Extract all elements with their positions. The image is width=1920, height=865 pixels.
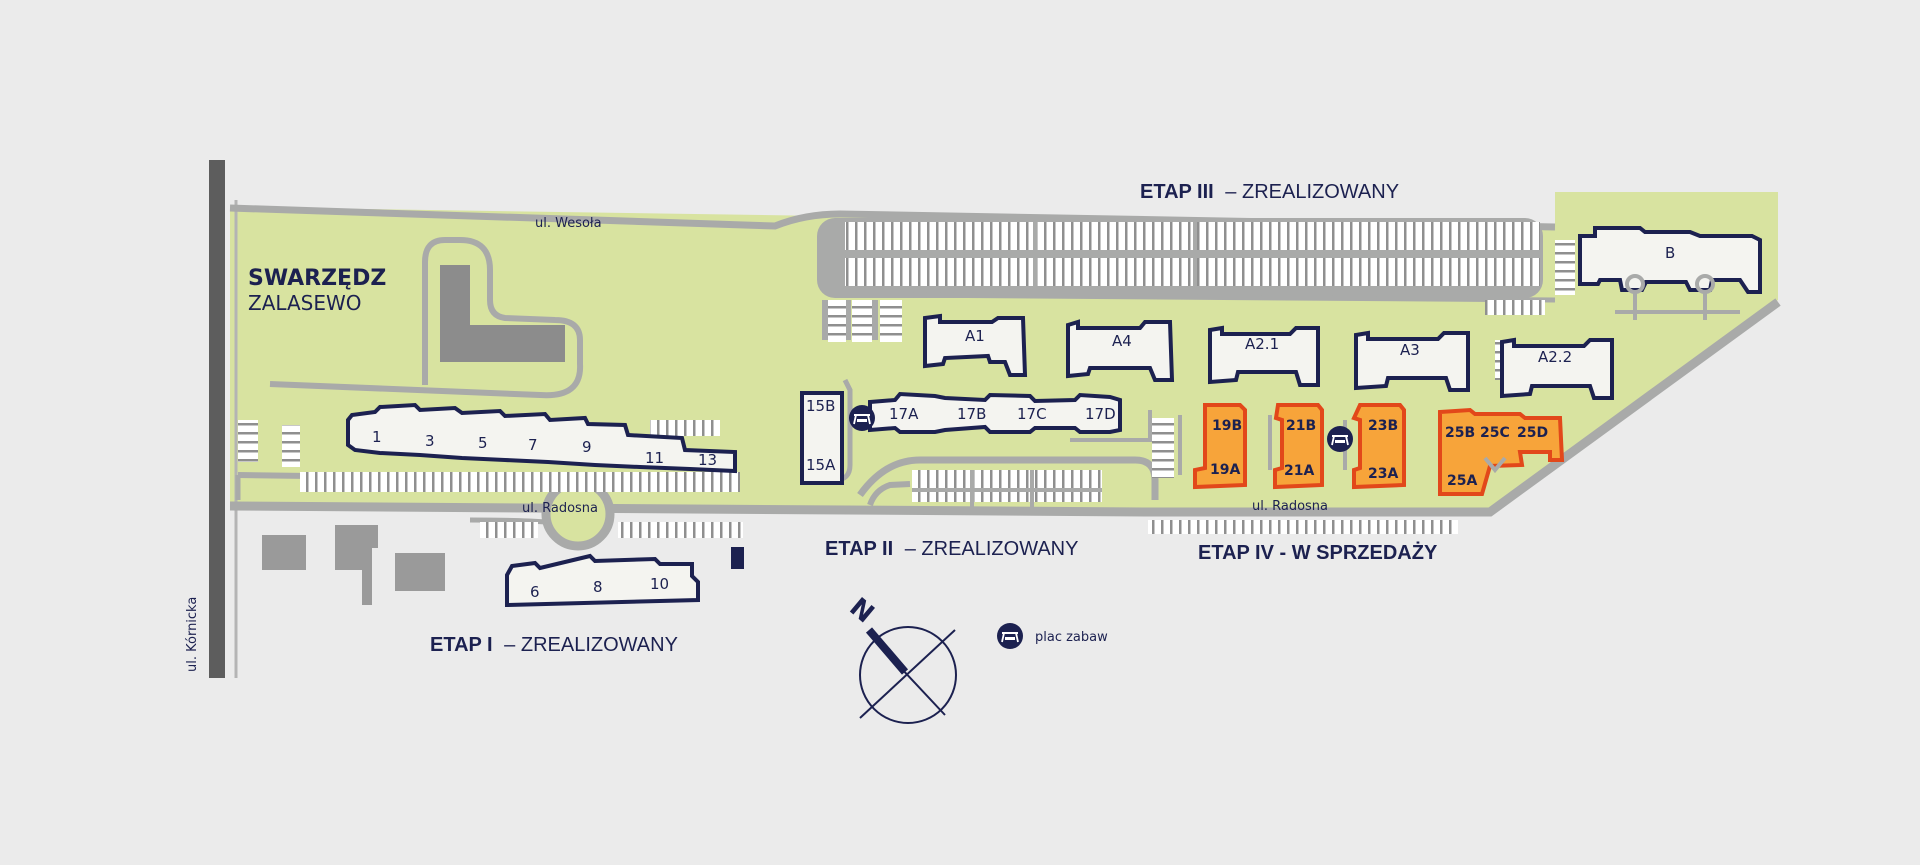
building-number: 19A [1210,462,1240,478]
building-number: 15A [806,456,836,474]
playground-icon [848,404,876,432]
street-label-wesola: ul. Wesoła [535,216,602,231]
compass-north-letter: N [844,592,880,629]
building-a4 [1066,319,1175,382]
stage-label-etap-1: ETAP I – ZREALIZOWANY [430,634,678,656]
building-15 [800,391,844,485]
building-number: A3 [1400,341,1420,359]
building-number: 10 [650,575,669,593]
wesola-road [229,204,1556,231]
street-label-radosna-west: ul. Radosna [522,501,598,516]
compass: N [844,592,957,724]
building-21 [1273,403,1324,490]
building-number: 21B [1286,418,1316,434]
building-number: 15B [806,397,835,415]
building-a1 [923,313,1028,377]
stage-label-etap-4: ETAP IV - W SPRZEDAŻY [1198,541,1438,564]
building-number: 23A [1368,466,1398,482]
building-number: A1 [965,327,985,345]
building-number: 5 [478,434,488,452]
building-a2-2 [1500,337,1614,400]
legend-playground-label: plac zabaw [1035,630,1108,645]
building-number: 25B [1445,425,1475,441]
street-label-radosna-east: ul. Radosna [1252,499,1328,514]
building-19 [1193,403,1247,490]
building-number: 3 [425,432,435,450]
playground-legend-icon [996,622,1024,650]
building-number: 17A [889,405,919,423]
building-25 [1438,407,1565,496]
etap1-south-building [505,553,700,608]
building-number: 19B [1212,418,1242,434]
building-number: 17B [957,405,986,423]
building-number: 8 [593,578,603,596]
radosna-road [229,298,1781,517]
building-number: 6 [530,583,540,601]
building-number: 1 [372,428,382,446]
playground-icon [1326,425,1354,453]
building-number: 25C [1480,425,1510,441]
building-number: A2.2 [1538,348,1572,366]
building-number: A4 [1112,332,1132,350]
building-number: 9 [582,438,592,456]
district-name: ZALASEWO [248,291,362,315]
building-number: 21A [1284,463,1314,479]
town-name: SWARZĘDZ [248,266,386,291]
street-label-kornicka: ul. Kórnicka [185,597,200,672]
building-number: 17D [1085,405,1116,423]
etap1-north-building [346,402,737,474]
building-17 [868,391,1122,434]
building-b [1578,226,1762,294]
building-number: 25D [1517,425,1548,441]
building-number: 25A [1447,473,1477,489]
building-number: A2.1 [1245,335,1279,353]
stage-label-etap-2: ETAP II – ZREALIZOWANY [825,538,1078,560]
building-number: 11 [645,449,664,467]
building-number: 23B [1368,418,1398,434]
building-a2-1 [1208,325,1320,387]
kornicka-road [209,160,225,678]
existing-building-gray [440,265,565,362]
building-number: 17C [1017,405,1047,423]
building-number: B [1665,244,1675,262]
building-a3 [1354,330,1470,392]
building-number: 13 [698,451,717,469]
building-number: 7 [528,436,538,454]
building-23 [1351,403,1406,490]
stage-label-etap-3: ETAP III – ZREALIZOWANY [1140,181,1399,203]
